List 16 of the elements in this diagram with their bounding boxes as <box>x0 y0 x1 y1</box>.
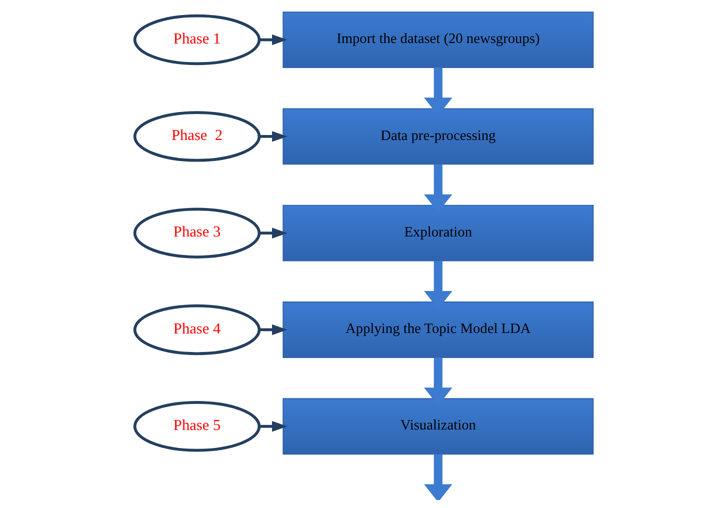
node-ellipse: Phase 5 <box>132 401 260 452</box>
arrow <box>259 34 287 46</box>
node-box: Exploration <box>282 204 594 262</box>
arrow <box>259 324 287 336</box>
node-ellipse: Phase 4 <box>132 304 260 356</box>
node-ellipse: Phase 1 <box>132 14 260 66</box>
node-ellipse: Phase 3 <box>132 208 260 258</box>
arrow <box>259 131 287 142</box>
arrow <box>259 228 287 238</box>
node-box: Import the dataset (20 newsgroups) <box>282 12 594 68</box>
node-box: Visualization <box>282 398 594 455</box>
arrow <box>424 454 452 500</box>
arrow <box>259 421 287 432</box>
node-ellipse: Phase 2 <box>132 111 260 162</box>
node-box: Applying the Topic Model LDA <box>282 302 594 358</box>
node-box: Data pre-processing <box>282 108 594 165</box>
